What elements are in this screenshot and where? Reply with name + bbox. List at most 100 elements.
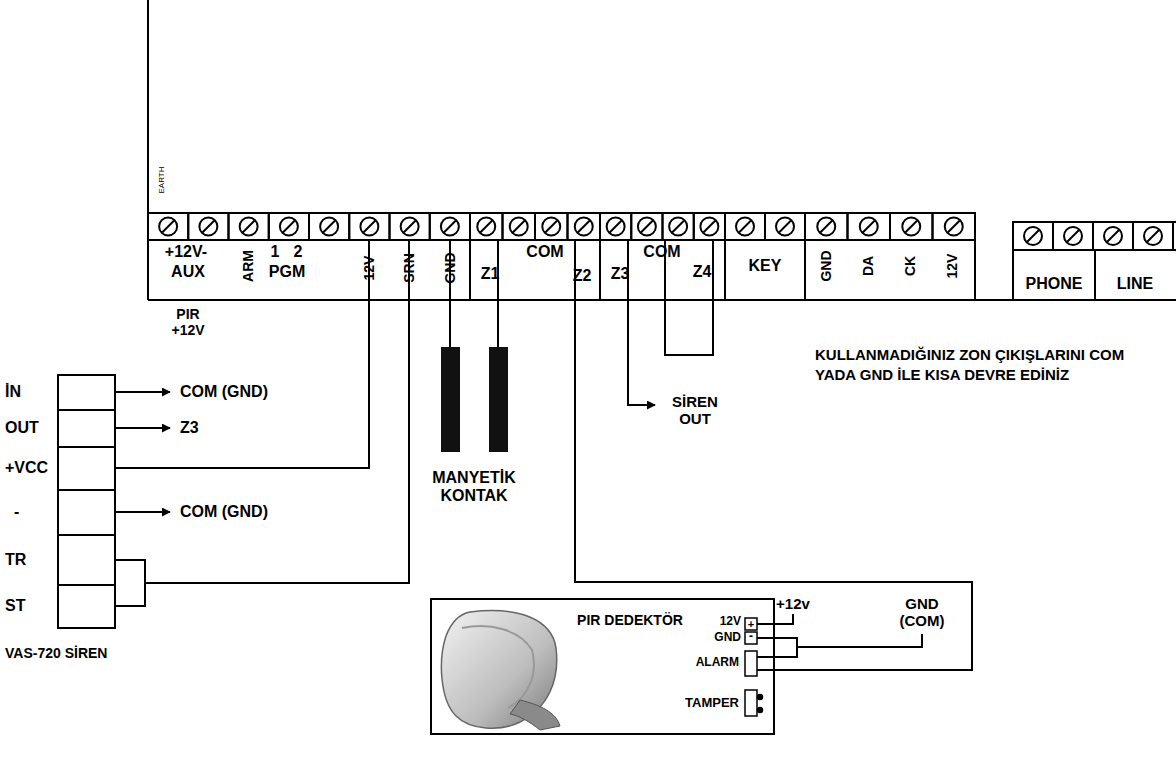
screw-terminal	[363, 221, 375, 233]
screw-terminal	[480, 221, 492, 233]
screw-terminal	[202, 221, 214, 233]
node-text: 12V	[720, 615, 741, 629]
terminal-label: COM (GND)	[180, 503, 268, 521]
node-text: +	[748, 618, 754, 631]
screw-terminal	[863, 221, 875, 233]
screw-terminal	[513, 221, 525, 233]
node-text: OUT	[5, 419, 39, 437]
terminal-label: +12v	[776, 595, 810, 612]
screw-terminal	[610, 221, 622, 233]
terminal-label: COM	[643, 243, 680, 261]
terminal-label: +12V-	[165, 243, 207, 261]
node-text: +VCC	[5, 459, 48, 477]
screw-terminal	[948, 221, 960, 233]
screw-terminal	[323, 221, 335, 233]
magnet-bar	[489, 347, 508, 452]
terminal-label: ARM	[240, 250, 256, 282]
screw-terminal	[349, 213, 389, 240]
magnet-bar	[441, 347, 460, 452]
node-text: İN	[5, 383, 21, 401]
node-text: -	[14, 503, 19, 521]
screw-terminal	[739, 221, 751, 233]
terminal-label: 12V	[944, 254, 960, 279]
terminal-label: SİREN OUT	[665, 393, 725, 428]
screw-terminal	[404, 221, 416, 233]
screw-terminal	[607, 218, 625, 236]
terminal-label: EARTH	[157, 167, 166, 194]
terminal-label: SRN	[401, 253, 417, 283]
terminal-label: PIR +12V	[164, 306, 212, 338]
screw-terminal	[240, 218, 258, 236]
screw-terminal	[545, 221, 557, 233]
screw-terminal	[578, 221, 590, 233]
screw-terminal	[309, 213, 349, 240]
terminal-label: LINE	[1117, 275, 1153, 293]
terminal-label: GND	[818, 250, 834, 281]
screw-terminal	[1027, 230, 1039, 242]
screw-terminal	[401, 218, 419, 236]
screw-terminal	[725, 213, 765, 240]
screw-terminal	[776, 218, 794, 236]
terminal-label: DA	[860, 256, 876, 276]
pir-illustration	[441, 611, 560, 730]
screw-terminal	[441, 218, 459, 236]
detector-title: PIR DEDEKTÖR	[577, 612, 683, 628]
terminal-label: COM	[526, 243, 563, 261]
screw-terminal	[703, 221, 715, 233]
screw-terminal	[360, 218, 378, 236]
screw-terminal	[600, 213, 631, 240]
screw-terminal	[1024, 227, 1042, 245]
screw-terminal	[535, 213, 568, 240]
screw-terminal	[736, 218, 754, 236]
screw-terminal	[470, 213, 503, 240]
terminal-label: 1	[271, 243, 280, 261]
screw-terminal	[890, 213, 933, 240]
terminal-label: COM (GND)	[180, 383, 268, 401]
terminal-label: GND (COM)	[892, 595, 952, 630]
wires	[115, 240, 972, 670]
terminal-label: PGM	[269, 263, 305, 281]
screw-terminal	[1133, 222, 1173, 250]
node-text: TAMPER	[685, 696, 739, 711]
note-text: KULLANMADIĞINIZ ZON ÇIKIŞLARINI COM YADA…	[815, 345, 1135, 384]
screw-terminal	[269, 213, 309, 240]
node-text: -	[749, 630, 753, 644]
screw-terminal	[188, 213, 228, 240]
terminal-label: Z4	[693, 263, 712, 281]
screw-terminal	[1053, 222, 1093, 250]
screw-terminal	[1144, 227, 1162, 245]
screw-terminal	[148, 213, 188, 240]
screw-terminal	[430, 213, 470, 240]
screw-terminal	[162, 221, 174, 233]
siren-block: İNOUT+VCC-TRSTVAS-720 SİREN	[0, 370, 130, 670]
screw-terminal	[477, 218, 495, 236]
screw-terminal	[199, 218, 217, 236]
screw-terminal	[568, 213, 601, 240]
screw-terminal	[1013, 222, 1053, 250]
screw-terminal	[229, 213, 269, 240]
screw-terminal	[1104, 227, 1122, 245]
screw-terminal	[700, 218, 718, 236]
terminal-label: KEY	[749, 257, 782, 275]
screw-terminal	[1147, 230, 1159, 242]
terminal-label: 2	[294, 243, 303, 261]
screw-terminal	[641, 221, 653, 233]
magnetic-contact: MANYETİK KONTAK	[420, 345, 530, 520]
screw-terminal	[817, 218, 835, 236]
screw-terminal	[805, 213, 848, 240]
terminal-label: Z2	[573, 267, 592, 285]
screw-terminal	[283, 221, 295, 233]
screw-terminal	[765, 213, 805, 240]
screw-terminal	[510, 218, 528, 236]
screw-terminal	[159, 218, 177, 236]
node-text: MANYETİK KONTAK	[422, 469, 526, 506]
screw-terminal	[1067, 230, 1079, 242]
pir-terminals	[745, 618, 763, 716]
node-text: TR	[5, 551, 26, 569]
siren-terminal-block	[58, 375, 115, 628]
screw-terminal	[672, 221, 684, 233]
screw-terminal	[933, 213, 976, 240]
screw-terminal	[320, 218, 338, 236]
screw-terminal	[390, 213, 430, 240]
